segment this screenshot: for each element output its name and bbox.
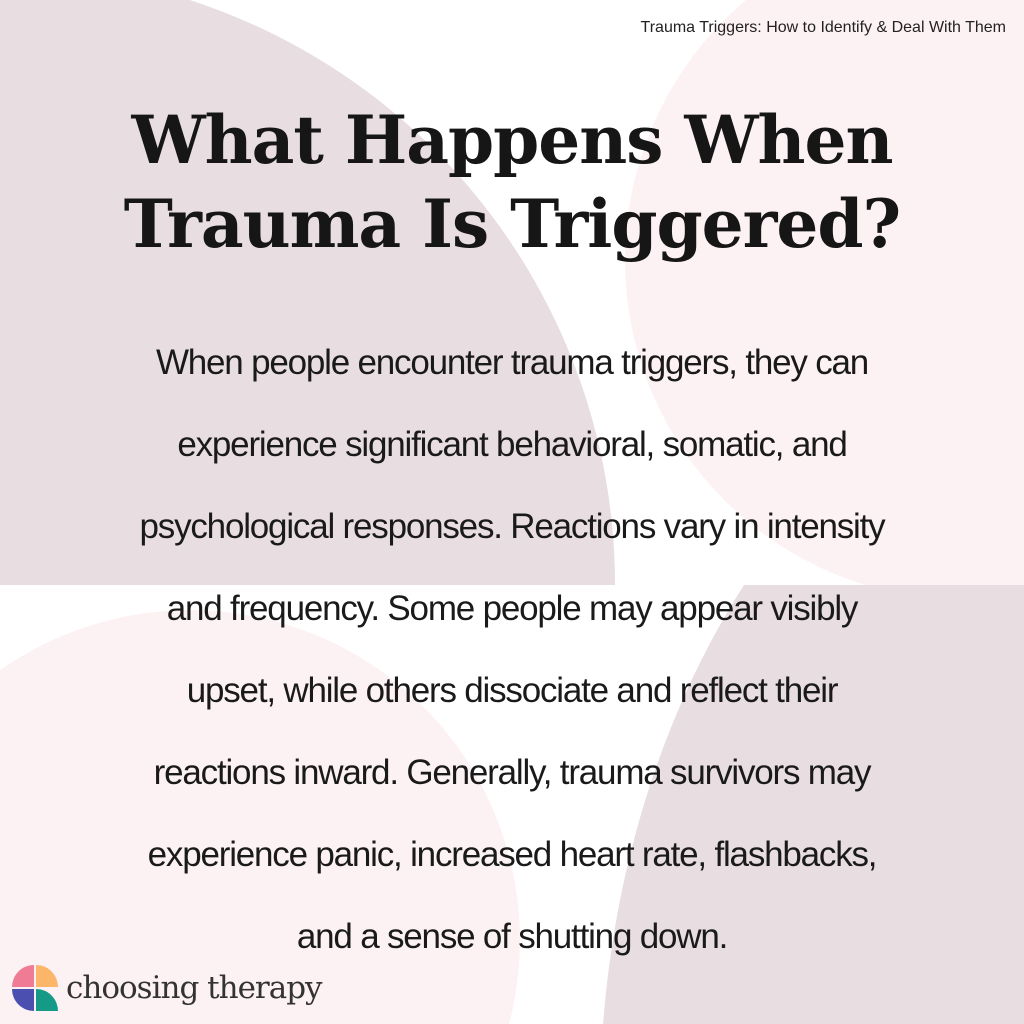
- body-line: psychological responses. Reactions vary …: [139, 507, 886, 546]
- body-line: When people encounter trauma triggers, t…: [155, 343, 869, 382]
- title-line: What Happens When: [131, 101, 894, 179]
- body-line: experience panic, increased heart rate, …: [147, 835, 878, 874]
- body-line: and a sense of shutting down.: [296, 917, 728, 956]
- body-line: experience significant behavioral, somat…: [177, 425, 847, 464]
- brand-name: choosing therapy: [66, 970, 323, 1006]
- article-title: Trauma Triggers: How to Identify & Deal …: [640, 19, 1006, 36]
- body-line: reactions inward. Generally, trauma surv…: [153, 753, 872, 792]
- page-title: What Happens When Trauma Is Triggered?: [0, 98, 1024, 266]
- brand-logo: choosing therapy: [12, 965, 323, 1011]
- four-quadrant-logo-icon: [12, 965, 58, 1011]
- title-line: Trauma Is Triggered?: [123, 185, 901, 263]
- body-line: and frequency. Some people may appear vi…: [166, 589, 859, 628]
- body-line: upset, while others dissociate and refle…: [186, 671, 839, 710]
- body-paragraph: When people encounter trauma triggers, t…: [60, 322, 964, 978]
